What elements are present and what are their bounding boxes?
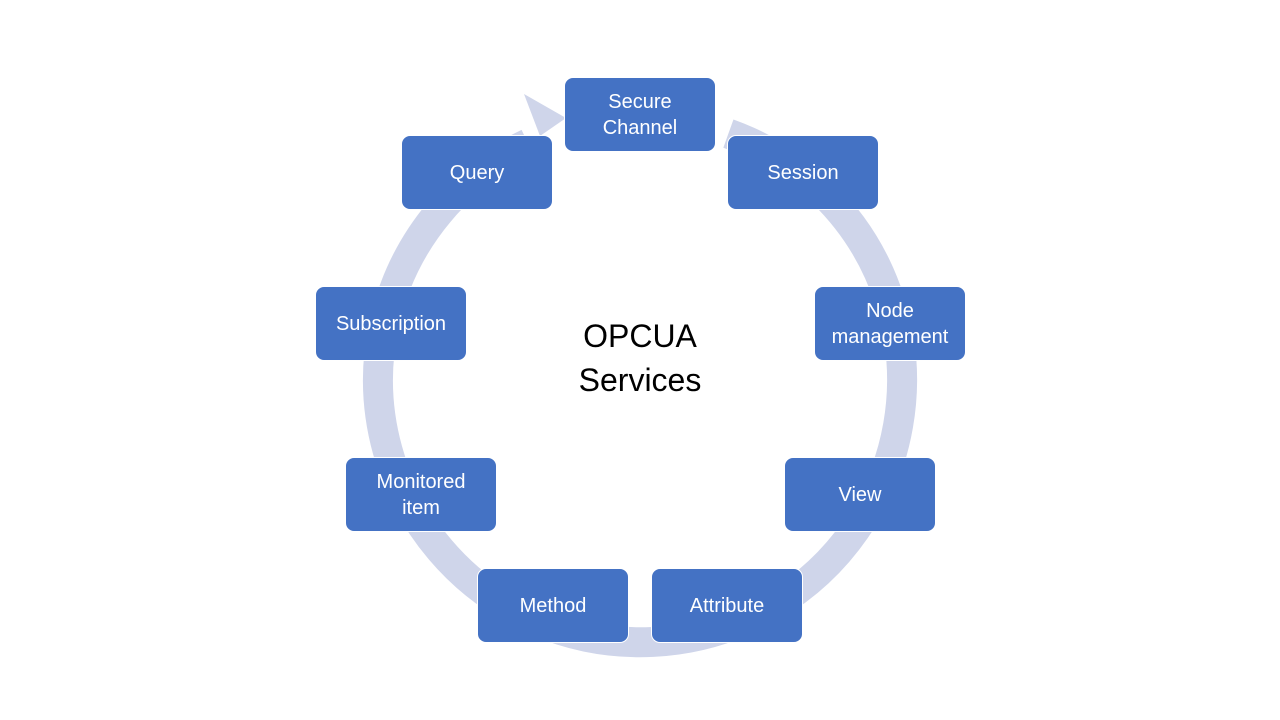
- node-view[interactable]: View: [784, 457, 936, 532]
- cycle-arrow-head: [524, 94, 566, 136]
- node-node-management[interactable]: Node management: [814, 286, 966, 361]
- node-query[interactable]: Query: [401, 135, 553, 210]
- node-session[interactable]: Session: [727, 135, 879, 210]
- node-secure-channel[interactable]: Secure Channel: [564, 77, 716, 152]
- node-subscription[interactable]: Subscription: [315, 286, 467, 361]
- node-monitored-item[interactable]: Monitored item: [345, 457, 497, 532]
- diagram-center-title: OPCUA Services: [578, 318, 702, 398]
- node-method[interactable]: Method: [477, 568, 629, 643]
- node-attribute[interactable]: Attribute: [651, 568, 803, 643]
